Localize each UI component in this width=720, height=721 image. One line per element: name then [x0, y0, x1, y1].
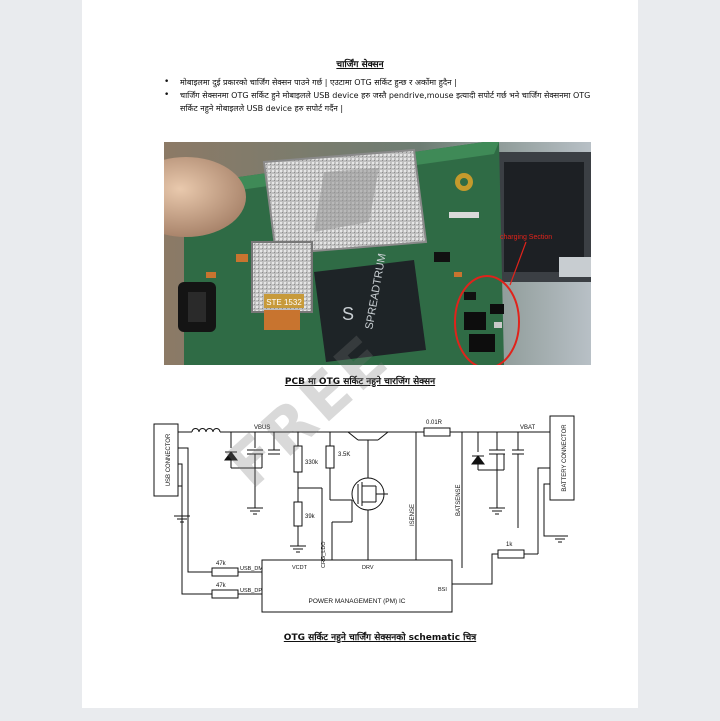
vcdt-label: VCDT: [292, 565, 308, 571]
photo-caption: PCB मा OTG सर्किट नहुने चारजिंग सेक्सन: [284, 377, 436, 387]
pmic-label: POWER MANAGEMENT (PM) IC: [308, 598, 405, 605]
r330k-label: 330k: [305, 460, 319, 466]
pcb-photo-drawing: STE 1532 SPREADTRUM S: [164, 142, 591, 365]
r39k-label: 39k: [305, 514, 316, 520]
inductor: [191, 428, 221, 433]
isense-label: ISENSE: [410, 504, 416, 526]
crg-ldo-label: CRG_LDO: [321, 541, 327, 568]
usb-dm-label: USB_DM: [240, 566, 263, 572]
annotation-label: charging Section: [500, 234, 552, 241]
resistor-1k: [497, 549, 525, 559]
vbus-label: VBUS: [254, 425, 270, 431]
section-heading: चार्जिंग सेक्सन: [336, 60, 384, 70]
usb-connector: [153, 423, 179, 497]
schematic-caption: OTG सर्किट नहुने चार्जिंग सेक्सनको schem…: [283, 633, 477, 643]
r47k-b-label: 47k: [216, 583, 227, 589]
usb-dp-label: USB_DP: [240, 588, 262, 594]
resistor-3-5k: [325, 445, 335, 469]
charging-schematic: USB CONNECTOR VBUS 330k 39k: [153, 415, 575, 613]
pcb-photo: STE 1532 SPREADTRUM S: [164, 142, 591, 365]
spreadtrum-logo-icon: S: [342, 304, 354, 324]
r3-5k-label: 3.5K: [338, 452, 350, 458]
resistor-39k: [293, 501, 303, 527]
pcb-chip-label: STE 1532: [266, 298, 302, 307]
battery-connector: [549, 415, 575, 501]
bsi-label: BSI: [438, 587, 447, 593]
annotation-pointer: [509, 241, 527, 286]
bullet-list: मोबाइलमा दुई प्रकारको चार्जिंग सेक्सन पा…: [162, 76, 600, 115]
vbat-label: VBAT: [520, 425, 536, 431]
bullet-item: चार्जिंग सेक्सनमा OTG सर्किट हुने मोबाइल…: [164, 89, 600, 115]
batsense-label: BATSENSE: [456, 484, 462, 516]
charging-section-highlight: [454, 275, 520, 365]
r47k-a-label: 47k: [216, 561, 227, 567]
resistor-330k: [293, 445, 303, 473]
resistor-47k-dm: [211, 567, 239, 577]
battery-connector-label: BATTERY CONNECTOR: [562, 424, 568, 492]
resistor-47k-dp: [211, 589, 239, 599]
pm-ic-block: [261, 559, 453, 613]
rsense-label: 0.01R: [426, 420, 443, 426]
drv-label: DRV: [362, 565, 374, 571]
usb-connector-label: USB CONNECTOR: [166, 433, 172, 486]
document-page: चार्जिंग सेक्सन मोबाइलमा दुई प्रकारको चा…: [82, 0, 638, 708]
r1k-label: 1k: [506, 542, 513, 548]
resistor-0-01r: [423, 427, 451, 437]
bullet-item: मोबाइलमा दुई प्रकारको चार्जिंग सेक्सन पा…: [164, 76, 600, 89]
